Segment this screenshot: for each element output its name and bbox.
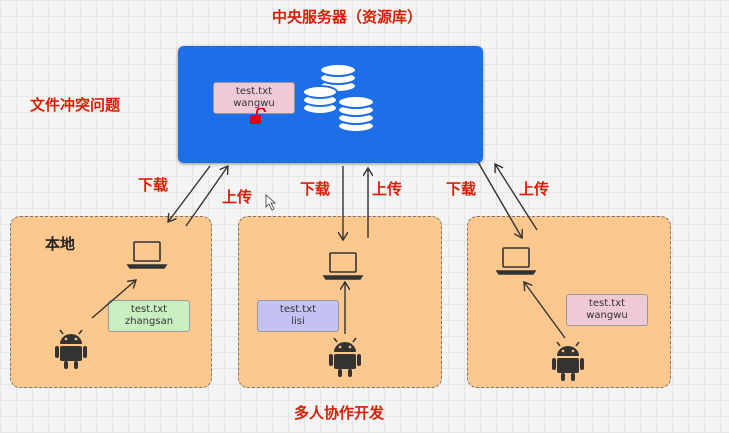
zone-wangwu-user: wangwu [586,310,628,321]
server-file-user: wangwu [233,98,275,109]
conflict-label: 文件冲突问题 [30,96,121,114]
arrow-upload-1 [185,166,228,227]
zone-local-card: test.txt zhangsan [108,300,190,332]
zone-wangwu-filename: test.txt [588,298,626,309]
android-icon [55,329,87,369]
upload-label-1: 上传 [222,188,253,206]
arrow-download-3 [477,161,522,238]
page-title: 中央服务器（资源库） [272,8,423,26]
server-file-card: test.txt wangwu [213,82,295,114]
arrow-upload-3 [495,164,538,231]
zone-local-filename: test.txt [130,304,168,315]
collab-label: 多人协作开发 [294,404,385,422]
arrow-android-laptop-1 [91,280,136,319]
arrow-android-laptop-3 [524,282,566,339]
upload-label-3: 上传 [519,180,550,198]
database-icon [302,63,375,133]
zone-wangwu-card: test.txt wangwu [566,294,648,326]
download-label-2: 下载 [300,180,331,198]
zone-local-label: 本地 [45,235,76,253]
zone-lisi-card: test.txt lisi [257,300,339,332]
laptop-icon [126,241,168,269]
download-label-1: 下载 [138,176,169,194]
cursor-icon [265,194,277,211]
download-label-3: 下载 [446,180,477,198]
lock-icon [250,108,266,124]
laptop-icon [495,247,537,275]
arrow-download-1 [168,165,211,222]
zone-local-user: zhangsan [124,316,174,327]
android-icon [329,337,361,377]
zone-lisi-filename: test.txt [279,304,317,315]
laptop-icon [322,252,364,280]
android-icon [552,341,584,381]
zone-lisi-user: lisi [291,316,305,327]
server-file-name: test.txt [235,86,273,97]
upload-label-2: 上传 [372,180,403,198]
